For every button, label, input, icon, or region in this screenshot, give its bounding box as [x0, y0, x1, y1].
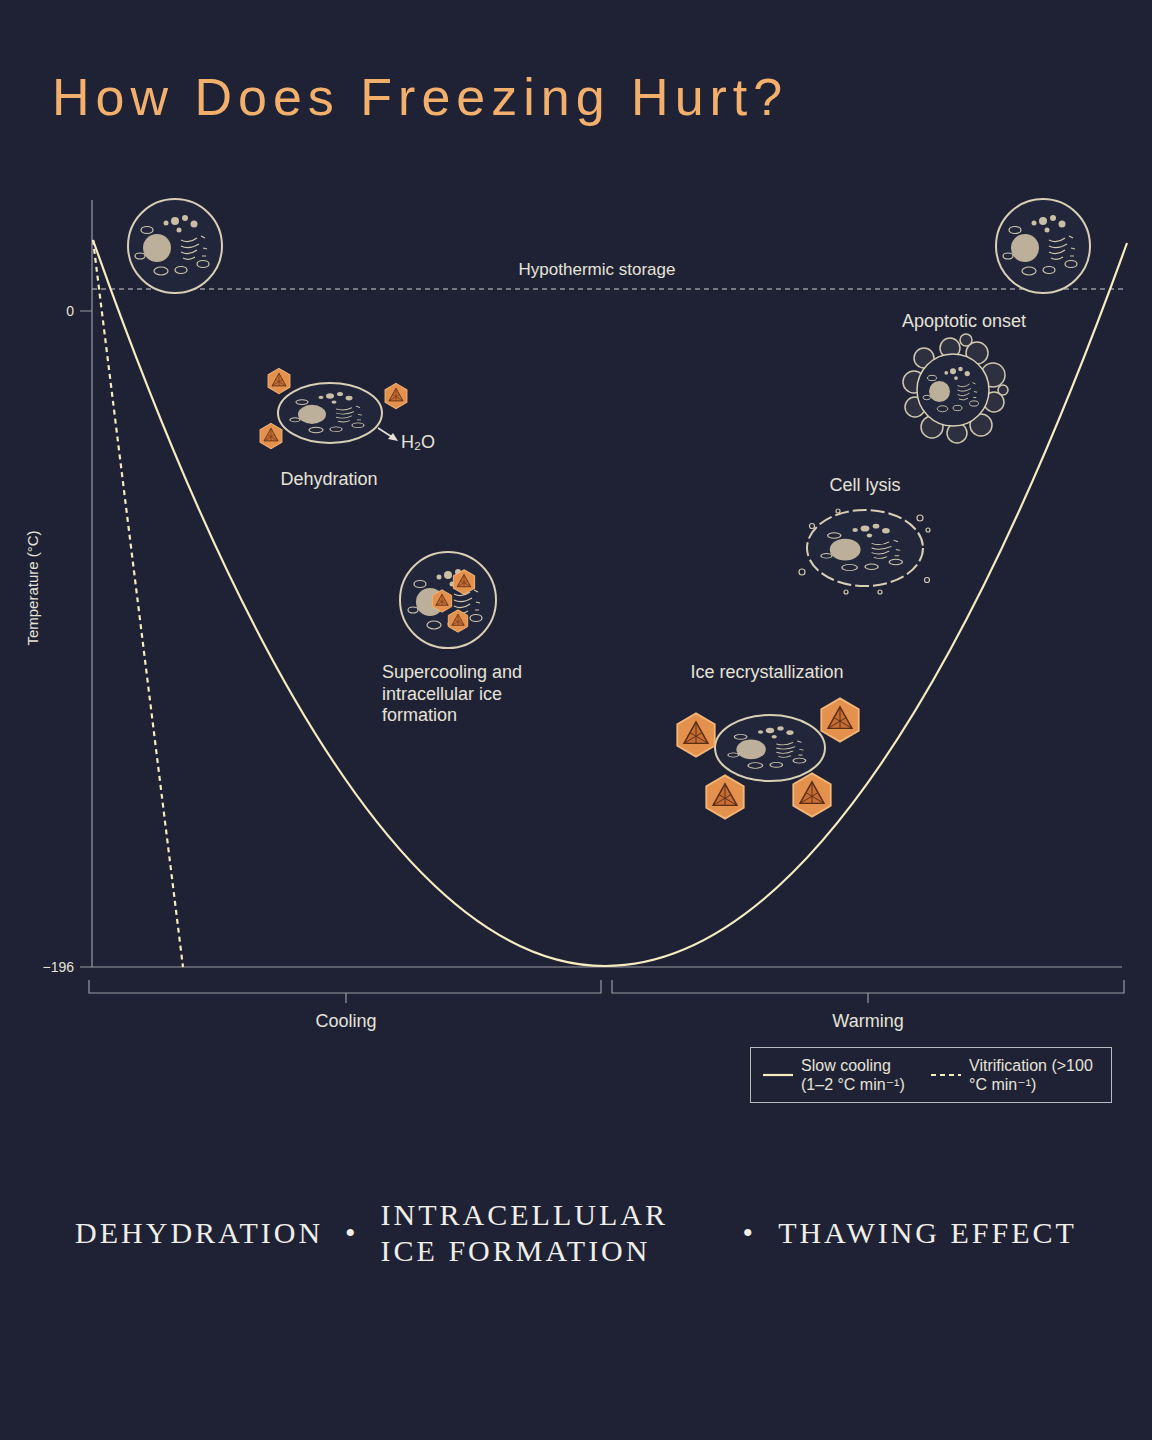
bracket	[89, 980, 601, 1003]
cell-start	[128, 199, 222, 293]
axes	[80, 200, 1122, 967]
caption-bullet: •	[743, 1215, 757, 1251]
cell-end	[996, 199, 1090, 293]
cell-supercooling	[400, 552, 496, 648]
title: How Does Freezing Hurt?	[52, 66, 788, 128]
caption-row: DEHYDRATION • INTRACELLULAR ICE FORMATION •…	[0, 1185, 1152, 1281]
legend-text: Vitrification (>100 °C min⁻¹)	[969, 1056, 1099, 1094]
cell-dehydration	[260, 368, 407, 448]
bracket	[612, 980, 1124, 1003]
legend-text: Slow cooling (1–2 °C min⁻¹)	[801, 1056, 913, 1094]
tick-label: 0	[66, 303, 74, 320]
caption-bullet: •	[345, 1215, 359, 1251]
legend-item: Vitrification (>100 °C min⁻¹)	[931, 1056, 1099, 1094]
molecule-label: H₂O	[401, 432, 435, 454]
phase-label: Warming	[832, 1011, 903, 1033]
phase-label: Cooling	[315, 1011, 376, 1033]
axis-note: Hypothermic storage	[519, 260, 676, 280]
cell-lysis	[799, 509, 930, 594]
cell-recrystallization	[677, 698, 858, 818]
caption-word: INTRACELLULAR ICE FORMATION	[381, 1197, 721, 1269]
slow-cooling-curve	[93, 240, 1127, 966]
stage-label: Apoptotic onset	[902, 311, 1026, 333]
axis-title: Temperature (°C)	[24, 530, 42, 645]
stage-label: Supercooling and intracellular ice forma…	[382, 662, 532, 727]
stage-label: Ice recrystallization	[690, 662, 843, 684]
tick-label: −196	[42, 959, 74, 976]
vitrification-line	[93, 240, 183, 967]
legend-box: Slow cooling (1–2 °C min⁻¹) Vitrification…	[750, 1047, 1112, 1103]
hypothermic-line	[92, 288, 1125, 289]
stage-label: Dehydration	[280, 469, 377, 491]
legend-item: Slow cooling (1–2 °C min⁻¹)	[763, 1056, 913, 1094]
caption-word: DEHYDRATION	[75, 1215, 323, 1251]
legend-swatch	[763, 1070, 793, 1080]
caption-word: THAWING EFFECT	[778, 1215, 1077, 1251]
legend-swatch	[931, 1070, 961, 1080]
stage-label: Cell lysis	[829, 475, 900, 497]
cell-apoptotic	[903, 334, 1008, 443]
